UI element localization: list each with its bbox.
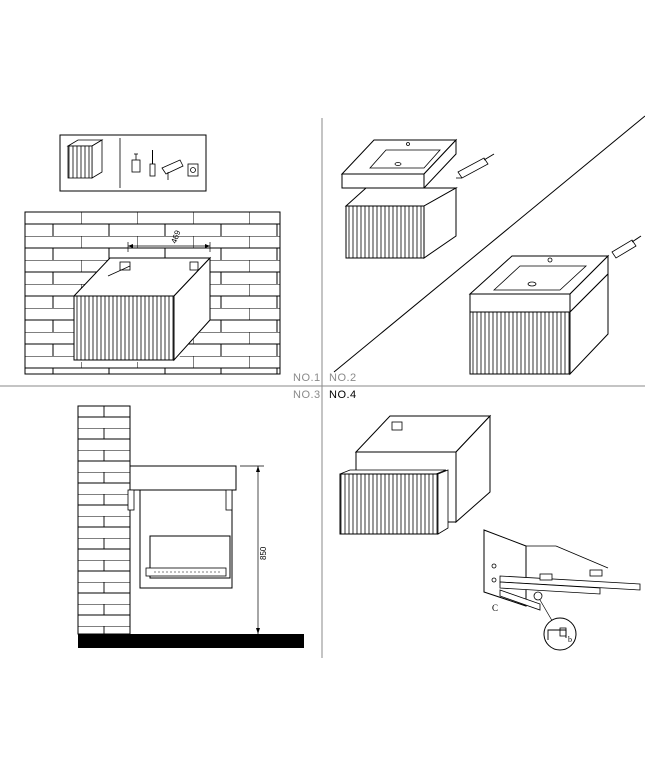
lever-zoom-detail: b bbox=[543, 617, 577, 651]
cabinet-front bbox=[73, 295, 175, 361]
runner-detail-view: C b bbox=[483, 529, 641, 651]
mount-height-label: 850 bbox=[259, 546, 268, 560]
floor bbox=[78, 634, 304, 648]
drawer-removal-view bbox=[339, 414, 492, 535]
step-label-no4: NO.4 bbox=[329, 389, 357, 401]
assembled-unit-view bbox=[333, 115, 645, 376]
dowel-icon bbox=[187, 163, 199, 177]
wall-mount-view: 469 bbox=[24, 211, 281, 375]
step-label-no1: NO.1 bbox=[293, 372, 321, 384]
side-wall bbox=[77, 405, 131, 635]
bracket-spacing-label: 469 bbox=[169, 229, 182, 245]
basin-install-view bbox=[340, 138, 495, 259]
runner-rail bbox=[499, 575, 641, 591]
silicone-gun-icon bbox=[456, 153, 495, 179]
marker-c: C bbox=[492, 603, 498, 613]
bracket-spacing-dimension: 469 bbox=[127, 229, 211, 252]
wall-bracket-right bbox=[189, 261, 199, 271]
step-label-no3: NO.3 bbox=[293, 389, 321, 401]
step-label-no2: NO.2 bbox=[329, 372, 357, 384]
side-elevation-view: 850 bbox=[77, 405, 304, 648]
wall-edge-line bbox=[333, 115, 645, 373]
cabinet-icon bbox=[66, 139, 104, 179]
silicone-gun-icon-2 bbox=[611, 235, 642, 259]
release-lever bbox=[533, 591, 543, 601]
tools-legend bbox=[59, 134, 207, 192]
wall-bracket-left bbox=[107, 261, 131, 277]
drill-gun-icon bbox=[161, 159, 184, 180]
mount-height-dimension: 850 bbox=[240, 465, 268, 634]
quadrant-dividers bbox=[0, 118, 645, 658]
screwdriver-icon bbox=[149, 150, 156, 177]
drill-icon bbox=[131, 153, 141, 173]
marker-b: b bbox=[568, 635, 572, 644]
